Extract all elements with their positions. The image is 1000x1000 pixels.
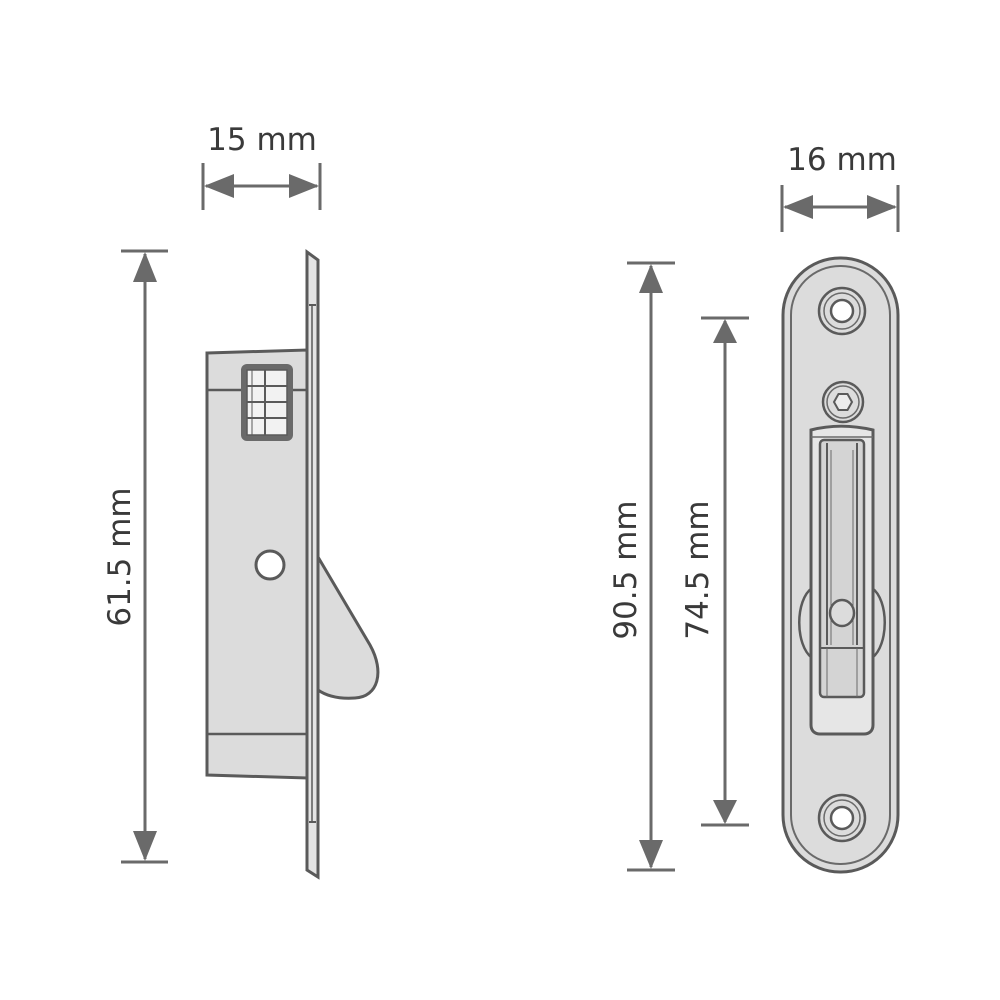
side-faceplate bbox=[305, 249, 320, 880]
front-hook-bulge bbox=[798, 586, 886, 659]
side-view: 15 mm 61.5 mm bbox=[102, 122, 380, 880]
front-view: 16 mm 90.5 mm 74.5 mm bbox=[608, 142, 900, 874]
dimension-label-74-5mm: 74.5 mm bbox=[680, 500, 716, 639]
dimension-16mm: 16 mm bbox=[780, 142, 900, 232]
dimension-61-5mm: 61.5 mm bbox=[102, 249, 168, 864]
front-top-screw-hole bbox=[817, 286, 867, 336]
front-hex-screw bbox=[821, 380, 865, 424]
dimension-74-5mm: 74.5 mm bbox=[680, 316, 749, 827]
dimension-label-61-5mm: 61.5 mm bbox=[102, 487, 138, 626]
side-hook-latch bbox=[316, 551, 380, 700]
dimension-90-5mm: 90.5 mm bbox=[608, 261, 675, 872]
dimension-label-16mm: 16 mm bbox=[787, 142, 897, 178]
front-bottom-screw-hole bbox=[817, 793, 867, 843]
dimension-label-15mm: 15 mm bbox=[207, 122, 317, 158]
front-hook-latch bbox=[818, 438, 866, 699]
side-pivot-hole bbox=[254, 549, 286, 581]
dimension-15mm: 15 mm bbox=[201, 122, 322, 210]
side-grid-window bbox=[241, 364, 293, 441]
dimension-label-90-5mm: 90.5 mm bbox=[608, 500, 644, 639]
